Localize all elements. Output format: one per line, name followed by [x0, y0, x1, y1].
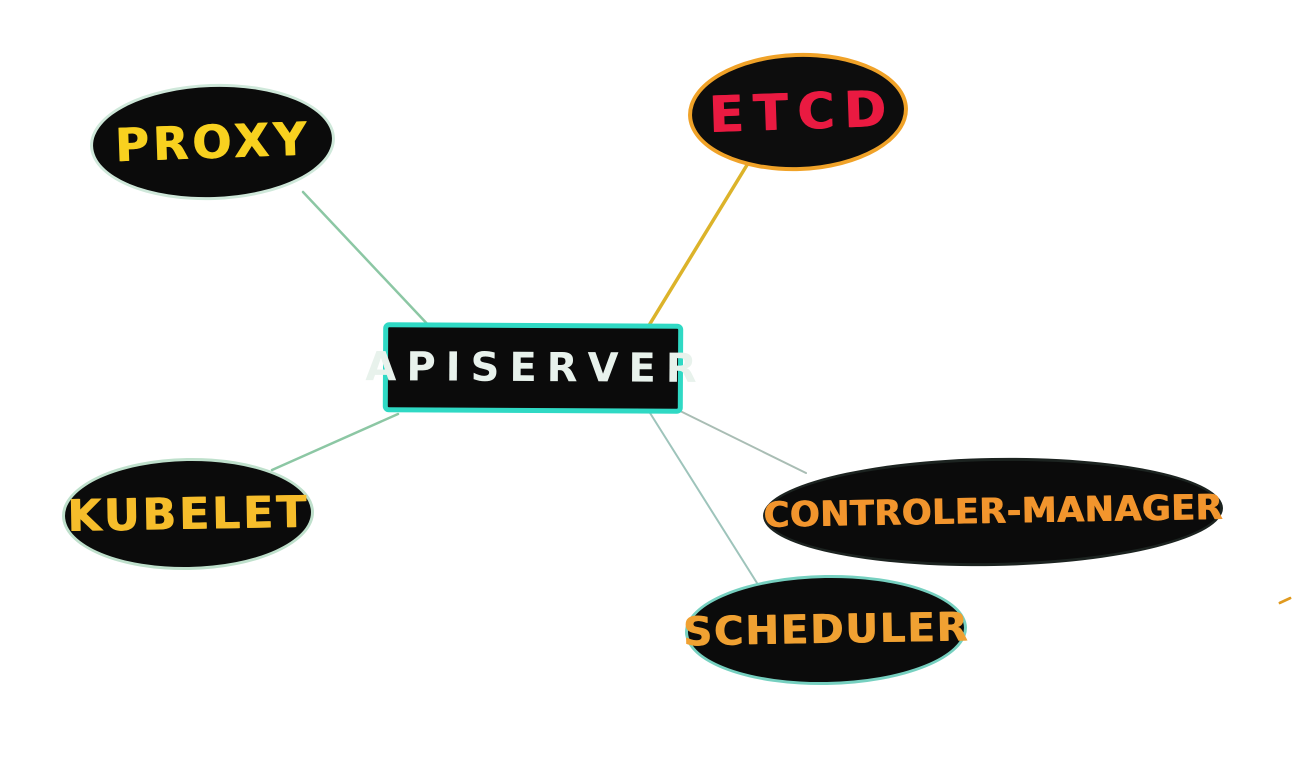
edge-apiserver-scheduler — [649, 412, 758, 584]
node-apiserver: APISERVER — [365, 322, 707, 414]
stray-pen-mark — [1278, 596, 1292, 605]
node-etcd: ETCD — [686, 49, 910, 175]
edge-apiserver-proxy — [301, 190, 434, 331]
node-apiserver-label: APISERVER — [365, 344, 707, 392]
node-kubelet: KUBELET — [61, 455, 315, 573]
node-controller-manager: CONTROLER-MANAGER — [762, 453, 1224, 571]
node-proxy: PROXY — [88, 79, 337, 205]
edge-apiserver-etcd — [646, 163, 749, 329]
edge-apiserver-controller_manager — [671, 406, 807, 474]
node-scheduler: SCHEDULER — [682, 572, 970, 688]
node-etcd-label: ETCD — [707, 79, 897, 145]
node-controller-manager-label: CONTROLER-MANAGER — [762, 487, 1224, 537]
node-kubelet-label: KUBELET — [66, 486, 310, 542]
edge-apiserver-kubelet — [270, 412, 400, 472]
node-scheduler-label: SCHEDULER — [682, 604, 970, 656]
node-proxy-label: PROXY — [113, 111, 312, 173]
